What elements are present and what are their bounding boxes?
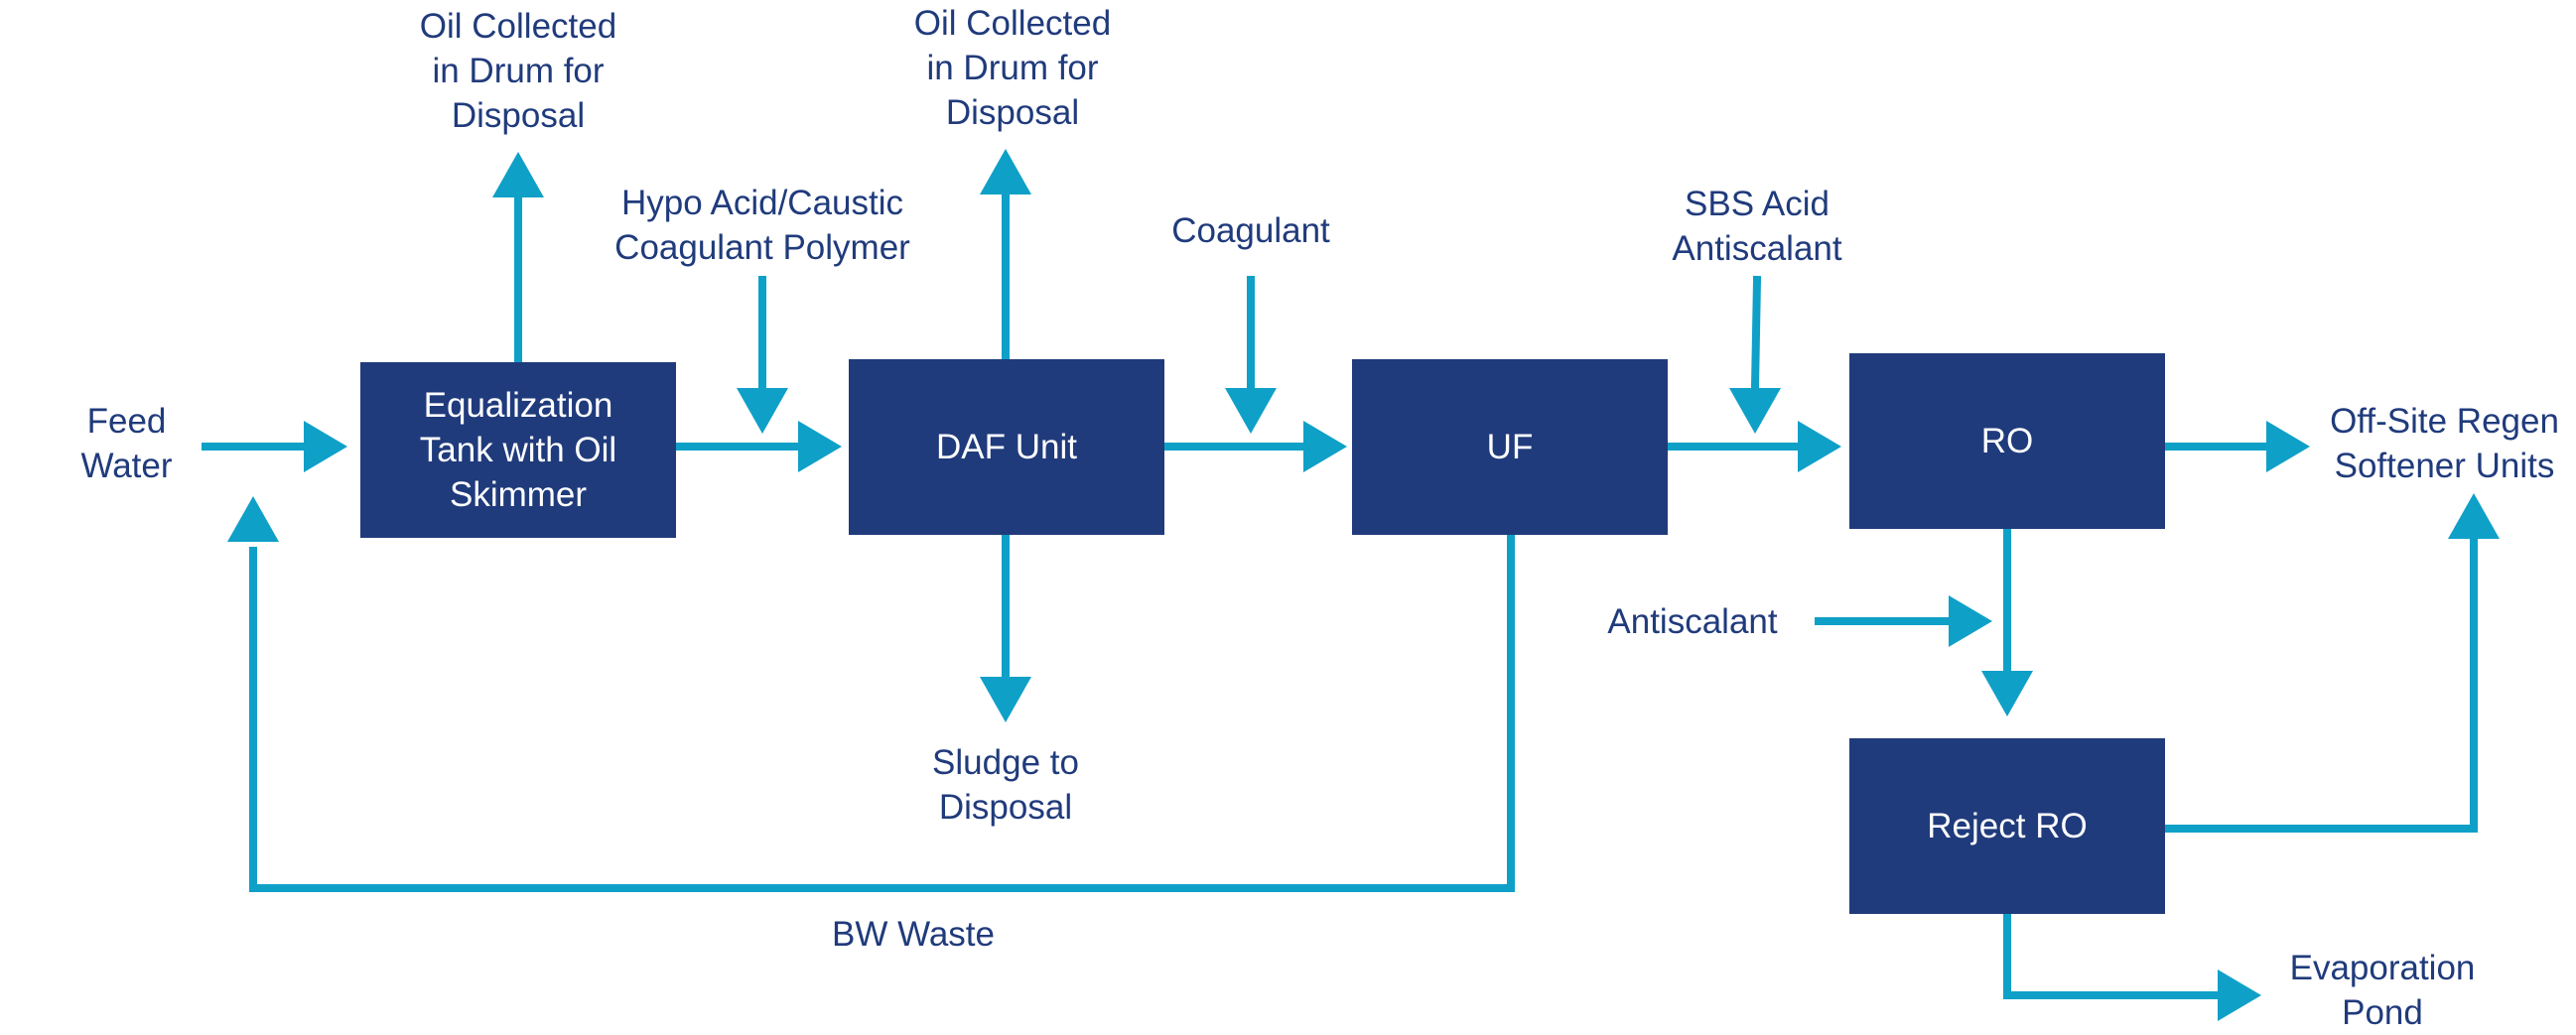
hypo-acid-label: Hypo Acid/Caustic Coagulant Polymer (614, 184, 910, 267)
bw-waste-arrowhead (227, 496, 279, 542)
equalization-tank-label: Equalization Tank with Oil Skimmer (419, 386, 617, 514)
coagulant-label: Coagulant (1171, 211, 1330, 250)
daf-unit-box: DAF Unit (849, 359, 1164, 535)
daf-to-uf-arrowhead (1303, 421, 1347, 472)
reject-to-pond-line (2003, 909, 2223, 999)
reject-ro-label: Reject RO (1927, 807, 2088, 845)
daf-unit-label: DAF Unit (936, 428, 1077, 466)
coagulant-feed-arrowhead (1225, 388, 1277, 434)
hypo-feed-arrowhead (737, 388, 788, 434)
uf-box: UF (1352, 359, 1668, 535)
sludge-label: Sludge to Disposal (932, 743, 1079, 827)
equalization-tank-box: Equalization Tank with Oil Skimmer (360, 362, 676, 538)
eq-to-daf-arrowhead (798, 421, 842, 472)
off-site-label: Off-Site Regen Softener Units (2330, 402, 2559, 485)
ro-to-reject-arrowhead (1981, 671, 2033, 716)
bw-waste-line (249, 532, 1515, 892)
antiscalant-label: Antiscalant (1607, 602, 1778, 641)
sbs-feed-line (1750, 275, 1762, 392)
eq-oil-arrowhead (492, 152, 544, 197)
feed-water-label: Feed Water (80, 402, 173, 485)
antiscalant-arrowhead (1949, 595, 1992, 647)
ro-label: RO (1980, 422, 2034, 460)
ro-box: RO (1849, 353, 2165, 529)
ro-to-offsite-arrowhead (2266, 421, 2310, 472)
daf-oil-arrowhead (980, 149, 1031, 194)
uf-to-ro-arrowhead (1798, 421, 1841, 472)
sbs-acid-label: SBS Acid Antiscalant (1672, 185, 1842, 268)
sbs-feed-arrowhead (1729, 388, 1781, 434)
uf-label: UF (1486, 428, 1534, 466)
reject-to-offsite-line (2160, 537, 2478, 833)
evaporation-label: Evaporation Pond (2289, 949, 2476, 1032)
bw-waste-label: BW Waste (832, 915, 995, 954)
oil-collected-label-2: Oil Collected in Drum for Disposal (913, 4, 1112, 132)
reject-to-offsite-arrowhead (2448, 493, 2500, 539)
feed-arrowhead (304, 421, 347, 472)
reject-ro-box: Reject RO (1849, 738, 2165, 914)
pond-arrowhead (2218, 970, 2261, 1021)
sludge-arrowhead (980, 677, 1031, 722)
oil-collected-label-1: Oil Collected in Drum for Disposal (419, 7, 617, 135)
